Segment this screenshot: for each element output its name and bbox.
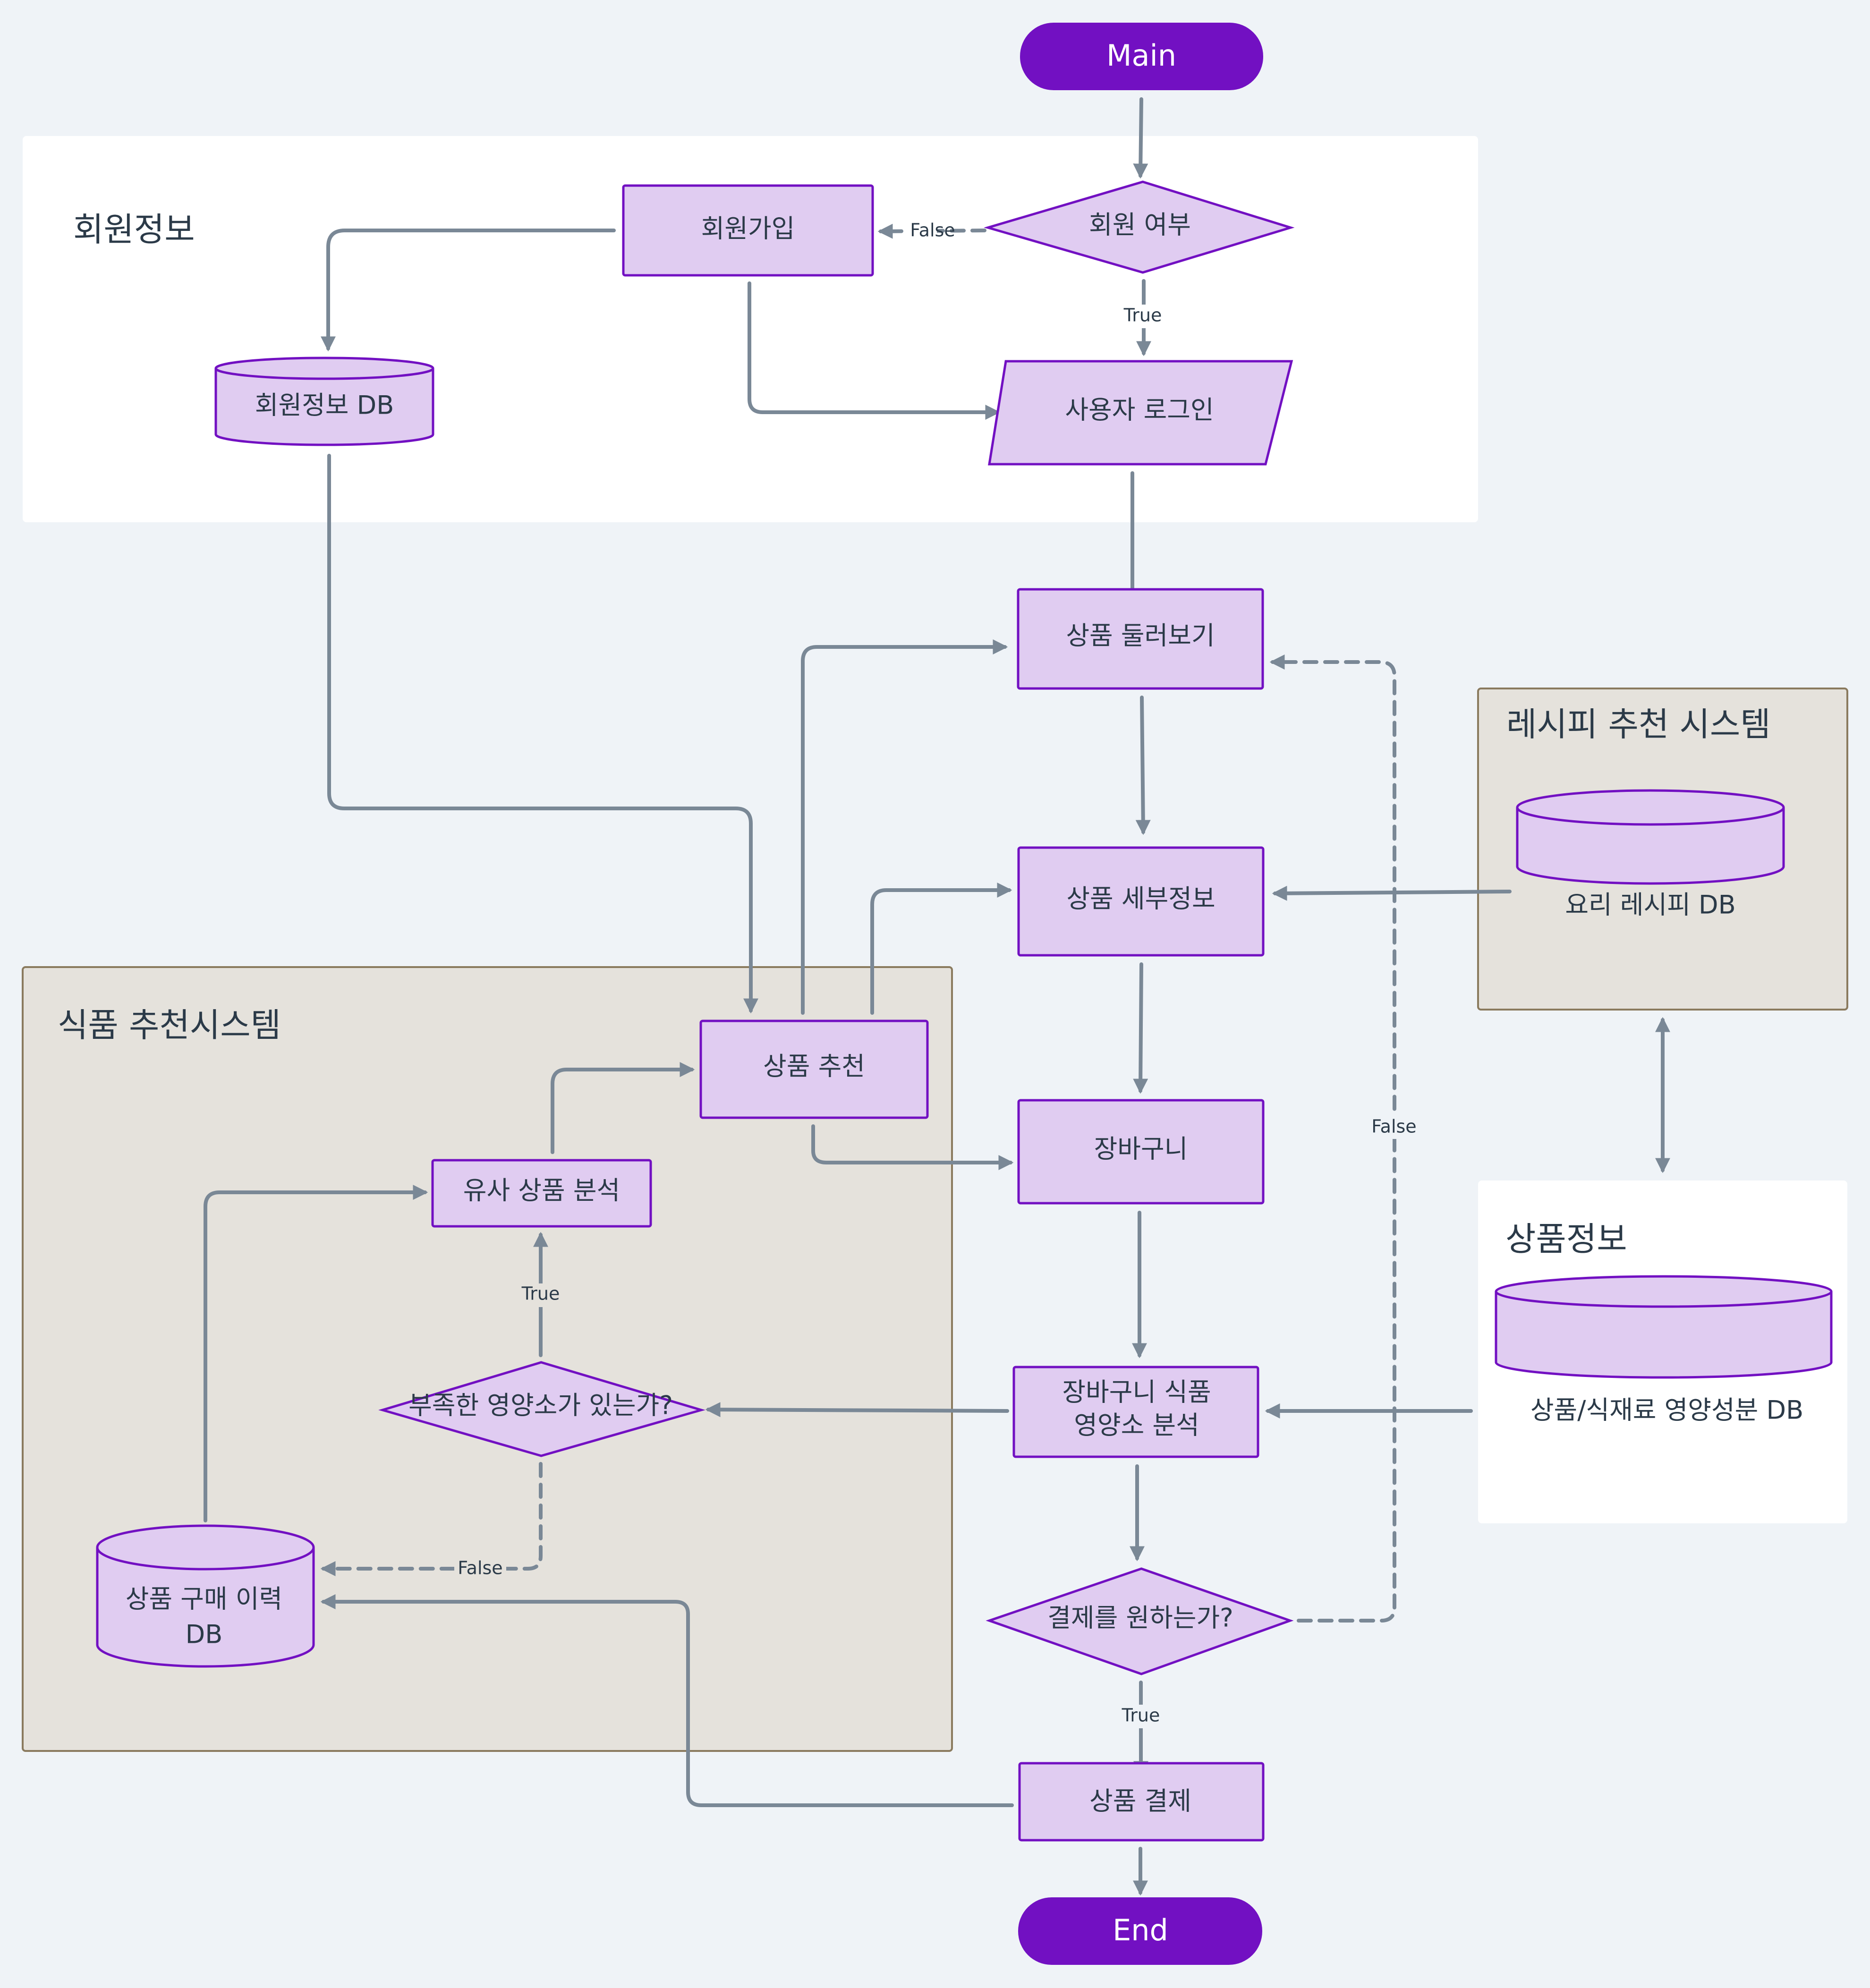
edge-label-bg (1122, 305, 1166, 328)
terminal-shape (1020, 23, 1263, 90)
edge-label-is-member-false: False (910, 220, 955, 241)
group-product-info-title: 상품정보 (1505, 1220, 1627, 1258)
node-browse-label: 상품 둘러보기 (1066, 621, 1215, 651)
diamond-shape (984, 180, 1295, 274)
node-want-pay-label: 결제를 원하는가? (1047, 1603, 1233, 1633)
edge-purchase-db-to-similar (204, 1185, 428, 1522)
edge-label-want-pay-false: False (1371, 1116, 1416, 1137)
node-pay-label: 상품 결제 (1089, 1786, 1191, 1816)
rect-shape (1017, 1099, 1265, 1205)
node-nutrient-analysis[interactable]: 장바구니 식품 영양소 분석 (1012, 1366, 1259, 1458)
node-similar-label: 유사 상품 분석 (463, 1176, 620, 1206)
rect-shape (1018, 1762, 1265, 1842)
edge-similar-to-recommend (551, 1062, 695, 1154)
node-nutrition-db[interactable]: 상품/식재료 영양성분 DB (1495, 1275, 1833, 1425)
node-want-pay[interactable]: 결제를 원하는가? (986, 1567, 1294, 1675)
rect-shape (1012, 1366, 1259, 1458)
node-cart[interactable]: 장바구니 (1017, 1099, 1265, 1205)
node-cart-label: 장바구니 (1094, 1134, 1188, 1164)
node-main-label: Main (1106, 38, 1176, 73)
diamond-shape (378, 1361, 706, 1457)
rect-shape (1017, 588, 1264, 690)
edge-recommend-to-detail (870, 883, 1012, 1015)
rect-shape (431, 1159, 652, 1228)
node-pay[interactable]: 상품 결제 (1018, 1762, 1265, 1842)
edges (204, 97, 1670, 1896)
node-member-db-label: 회원정보 DB (255, 391, 394, 420)
node-nutrient-analysis-label-line1: 장바구니 식품 (1062, 1377, 1211, 1407)
node-browse[interactable]: 상품 둘러보기 (1017, 588, 1264, 690)
rect-shape (622, 184, 874, 277)
edge-main-to-is-member (1133, 97, 1148, 179)
edge-lacking-to-purchase-db (320, 1462, 543, 1576)
node-lacking-label: 부족한 영양소가 있는가? (408, 1391, 673, 1420)
edge-label-is-member-true: True (1123, 305, 1162, 326)
node-recipe-db[interactable]: 요리 레시피 DB (1516, 789, 1785, 920)
node-recipe-db-label: 요리 레시피 DB (1565, 890, 1735, 920)
cylinder-top (1516, 807, 1785, 826)
edge-label-lacking-false: False (458, 1558, 502, 1579)
diamond-shape (986, 1567, 1294, 1675)
node-purchase-db-label-line2: DB (186, 1620, 223, 1649)
terminal-shape (1018, 1897, 1262, 1965)
rect-shape (1017, 846, 1265, 957)
group-member-info-title: 회원정보 (73, 210, 195, 249)
cylinder-top (96, 1547, 315, 1571)
edge-label-bg (454, 1557, 506, 1581)
edge-nutrient-analysis-to-lacking (705, 1402, 1009, 1418)
edge-recommend-to-cart (811, 1124, 1014, 1170)
edge-label-bg (1369, 1115, 1421, 1139)
cylinder-shape (1516, 789, 1785, 885)
node-purchase-db-label-line1: 상품 구매 이력 (126, 1584, 282, 1614)
cylinder-top (214, 368, 434, 380)
node-main[interactable]: Main (1020, 23, 1263, 90)
node-end[interactable]: End (1018, 1897, 1262, 1965)
rect-shape (699, 1019, 929, 1119)
node-purchase-db[interactable]: 상품 구매 이력 DB (96, 1524, 315, 1668)
edge-signup-to-member-db (321, 229, 616, 352)
node-similar[interactable]: 유사 상품 분석 (431, 1159, 652, 1228)
edge-browse-to-detail (1135, 696, 1151, 835)
parallelogram-shape (988, 360, 1293, 466)
node-member-db[interactable]: 회원정보 DB (214, 357, 434, 446)
node-lacking[interactable]: 부족한 영양소가 있는가? (378, 1361, 706, 1457)
node-detail-label: 상품 세부정보 (1066, 884, 1215, 914)
edge-want-pay-to-browse (1269, 654, 1396, 1623)
edge-label-bg (907, 220, 937, 240)
node-end-label: End (1113, 1913, 1168, 1947)
edge-pay-to-purchase-db (320, 1594, 1014, 1807)
node-recommend[interactable]: 상품 추천 (699, 1019, 929, 1119)
edge-label-want-pay-true: True (1122, 1705, 1160, 1726)
node-nutrition-db-label: 상품/식재료 영양성분 DB (1530, 1395, 1803, 1425)
edge-signup-to-login (748, 281, 1001, 420)
edge-labels: False True False True True False (454, 220, 1421, 1728)
group-food-recommend-system-title: 식품 추천시스템 (58, 1006, 281, 1045)
edge-recommend-to-browse (801, 639, 1008, 1015)
edge-member-db-to-recommend (327, 454, 758, 1014)
edge-detail-to-cart (1133, 962, 1148, 1094)
node-login-label: 사용자 로그인 (1065, 395, 1214, 425)
node-signup[interactable]: 회원가입 (622, 184, 874, 277)
edge-recipe-db-to-detail (1272, 885, 1512, 901)
node-nutrient-analysis-label-line2: 영양소 분석 (1074, 1410, 1199, 1440)
node-recommend-label: 상품 추천 (763, 1052, 865, 1081)
node-is-member[interactable]: 회원 여부 (984, 180, 1295, 274)
node-signup-label: 회원가입 (701, 214, 795, 244)
node-is-member-label: 회원 여부 (1089, 210, 1191, 240)
edge-label-lacking-true: True (521, 1283, 560, 1304)
node-login[interactable]: 사용자 로그인 (988, 360, 1293, 466)
edge-label-bg (518, 1283, 563, 1307)
edge-label-bg (1119, 1705, 1164, 1728)
group-recipe-system-title: 레시피 추천 시스템 (1506, 705, 1771, 744)
node-detail[interactable]: 상품 세부정보 (1017, 846, 1265, 957)
cylinder-top (1495, 1291, 1833, 1308)
cylinder-shape (214, 357, 434, 446)
